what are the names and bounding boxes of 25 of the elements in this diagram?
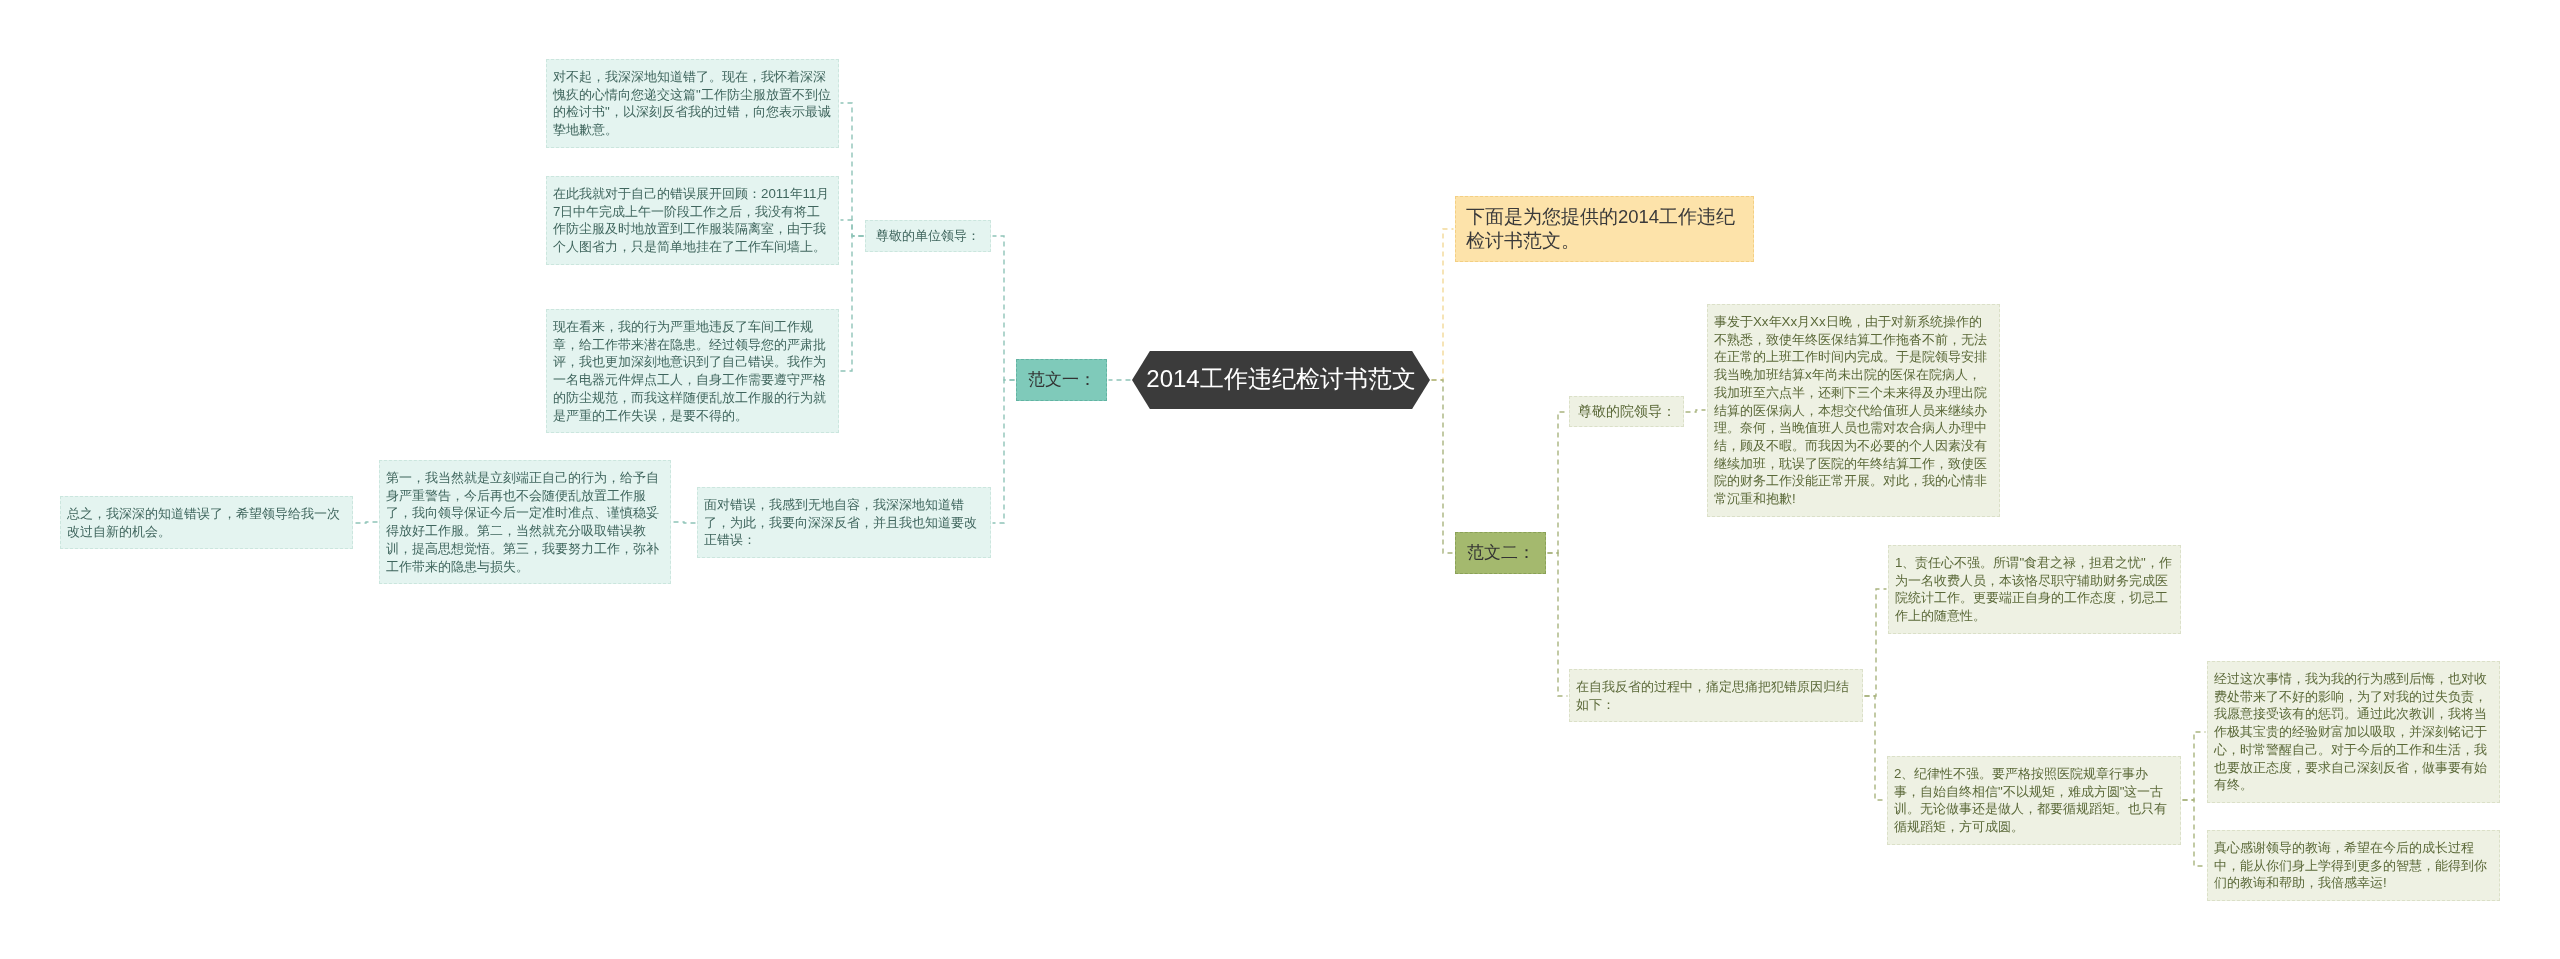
text-card: 在此我就对于自己的错误展开回顾：2011年11月7日中午完成上午一阶段工作之后，我没有将工作防尘服及时地放置到工作服装隔离室，由于我个人图省力，只是简单地挂在了工作车间墙上。 [546, 176, 839, 265]
text-card: 面对错误，我感到无地自容，我深深地知道错了，为此，我要向深深反省，并且我也知道要改正错误： [697, 487, 991, 559]
connector-line [1430, 379, 1455, 554]
text-card: 第一，我当然就是立刻端正自己的行为，给予自身严重警告，今后再也不会随便乱放置工作服了，我向领导保证今后一定准时准点、谨慎稳妥得放好工作服。第二，当然就充分吸取错误教训，提高思想觉悟。第三，我要努力工作，弥补工作带来的隐患与损失。 [379, 460, 671, 585]
branch-box: 范文一： [1016, 359, 1107, 401]
text-card: 事发于Xx年Xx月Xx日晚，由于对新系统操作的不熟悉，致使年终医保结算工作拖沓不前，无法在正常的上班工作时间内完成。于是院领导安排我当晚加班结算x年尚未出院的医保在院病人，我加班至六点半，还剩下三个未来得及办理出院结算的医保病人，本想交代给值班人员来继续办理。奈何，当晚值班人员也需对农合病人办理中结，顾及不暇。而我因为不必要的个人因素没有继续加班，耽误了医院的年终结算工作，致使医院的财务工作没能正常开展。对此，我的心情非常沉重和抱歉! [1707, 304, 2000, 517]
connector-line [991, 379, 1016, 524]
heading-box: 尊敬的院领导： [1569, 396, 1684, 427]
note-box: 下面是为您提供的2014工作违纪检讨书范文。 [1455, 196, 1754, 262]
connector-line [1684, 409, 1707, 413]
text-card: 真心感谢领导的教诲，希望在今后的成长过程中，能从你们身上学得到更多的智慧，能得到你们的教诲和帮助，我倍感幸运! [2207, 830, 2500, 902]
text-card: 总之，我深深的知道错误了，希望领导给我一次改过自新的机会。 [60, 496, 353, 550]
connector-line [839, 235, 865, 372]
connector-line [1107, 379, 1132, 381]
heading-box: 尊敬的单位领导： [865, 220, 991, 252]
text-card: 对不起，我深深地知道错了。现在，我怀着深深愧疚的心情向您递交这篇"工作防尘服放置不到位的检讨书"，以深刻反省我的过错，向您表示最诚挚地歉意。 [546, 59, 839, 148]
text-card: 1、责任心不强。所谓"食君之禄，担君之忧"，作为一名收费人员，本该恪尽职守辅助财务完成医院统计工作。更要端正自身的工作态度，切忌工作上的随意性。 [1888, 545, 2181, 634]
text-card: 经过这次事情，我为我的行为感到后悔，也对收费处带来了不好的影响，为了对我的过失负责，我愿意接受该有的惩罚。通过此次教训，我将当作极其宝贵的经验财富加以吸取，并深刻铭记于心，时常警醒自己。对于今后的工作和生活，我也要放正态度，要求自己深刻反省，做事要有始有终。 [2207, 661, 2500, 803]
connector-line [671, 521, 697, 524]
text-card: 在自我反省的过程中，痛定思痛把犯错原因归结如下： [1569, 669, 1863, 723]
connector-line [353, 521, 379, 524]
branch-box: 范文二： [1455, 532, 1546, 574]
text-card: 2、纪律性不强。要严格按照医院规章行事办事，自始自终相信"不以规矩，难成方圆"这一古训。无论做事还是做人，都要循规蹈矩。也只有循规蹈矩，方可成圆。 [1887, 756, 2181, 845]
connector-line [1546, 552, 1569, 697]
text-card: 现在看来，我的行为严重地违反了车间工作规章，给工作带来潜在隐患。经过领导您的严肃批评，我也更加深刻地意识到了自己错误。我作为一名电器元件焊点工人，自身工作需要遵守严格的防尘规范，而我这样随便乱放工作服的行为就是严重的工作失误，是要不得的。 [546, 309, 839, 434]
